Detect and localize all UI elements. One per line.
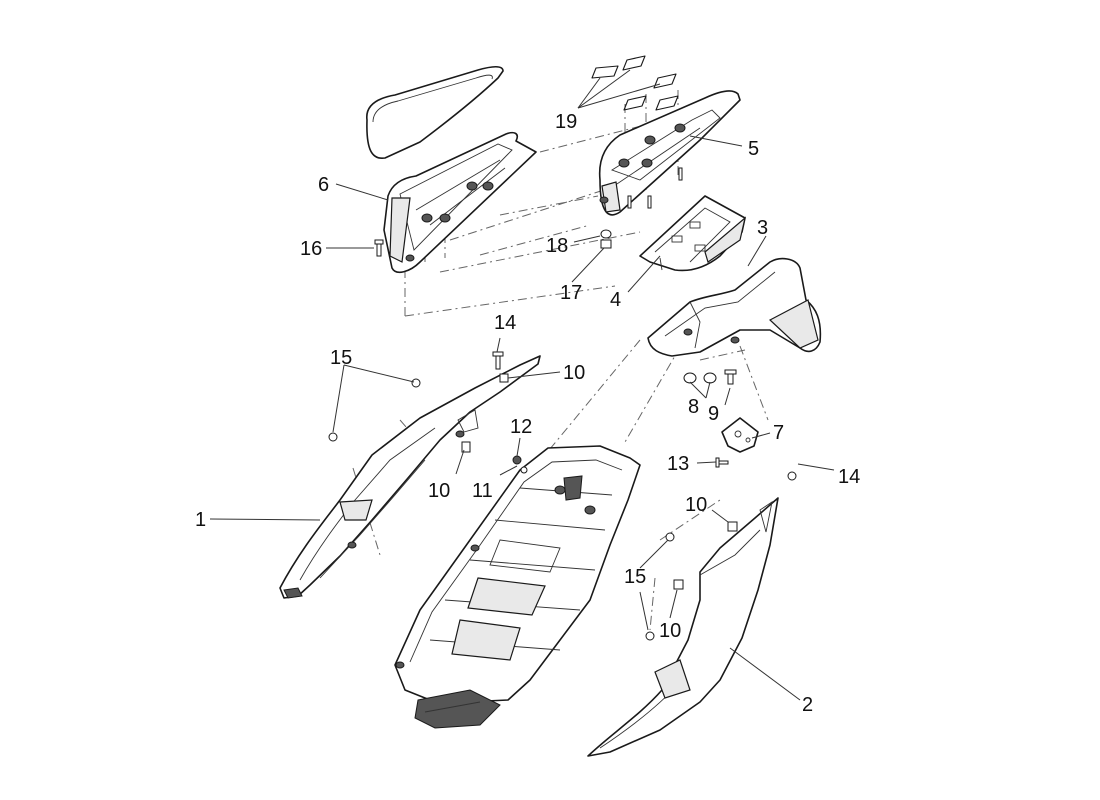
callout-13: 13	[667, 453, 689, 475]
part-1-left-side-panel	[279, 355, 541, 599]
callout-9: 9	[708, 403, 719, 425]
callout-labels: 1 2 3 4 5 6 7 8 9 10 10 10 10 11 12 13 1…	[195, 111, 860, 716]
callout-1: 1	[195, 509, 206, 531]
part-4-tray	[639, 195, 746, 272]
callout-16: 16	[300, 238, 322, 260]
callout-17: 17	[560, 282, 582, 304]
callout-10-c: 10	[685, 494, 707, 516]
part-5-right-seat-cover	[598, 90, 741, 216]
right-panel-fasteners	[645, 471, 797, 641]
callout-14-b: 14	[838, 466, 860, 488]
leader-lines	[209, 69, 835, 701]
callout-8: 8	[688, 396, 699, 418]
callout-10-a: 10	[563, 362, 585, 384]
part-7-bracket-plate	[721, 417, 759, 453]
part-17-18-fastener	[600, 229, 612, 249]
callout-4: 4	[610, 289, 621, 311]
part-19-decals	[591, 55, 679, 111]
callout-7: 7	[773, 422, 784, 444]
callout-18: 18	[546, 235, 568, 257]
part-8-9-fasteners	[683, 369, 737, 385]
part-2-right-side-panel	[587, 497, 779, 757]
callout-15-a: 15	[330, 347, 352, 369]
part-16-screw	[374, 239, 384, 257]
part-6-left-seat-cover	[366, 65, 537, 274]
callout-14-a: 14	[494, 312, 516, 334]
left-panel-fasteners	[328, 351, 509, 453]
callout-10-b: 10	[428, 480, 450, 502]
callout-15-b: 15	[624, 566, 646, 588]
callout-12: 12	[510, 416, 532, 438]
callout-11: 11	[472, 480, 493, 502]
callout-5: 5	[748, 138, 759, 160]
callout-2: 2	[802, 694, 813, 716]
part-13-screw	[715, 457, 729, 468]
callout-19: 19	[555, 111, 577, 133]
callout-3: 3	[757, 217, 768, 239]
central-subframe-undertray	[394, 445, 641, 729]
callout-10-d: 10	[659, 620, 681, 642]
part-3-rear-mudguard	[647, 257, 822, 357]
callout-6: 6	[318, 174, 329, 196]
